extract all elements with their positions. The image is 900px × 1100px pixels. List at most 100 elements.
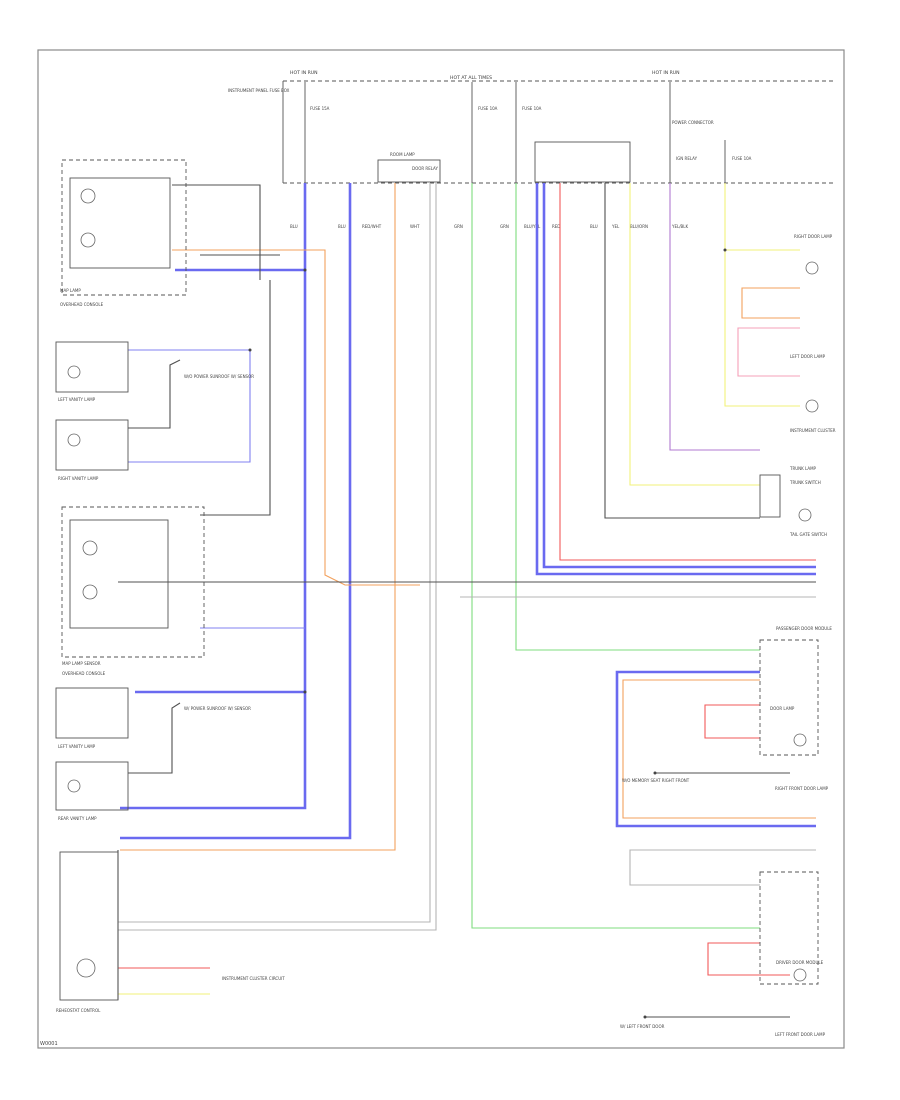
- left-vanity-bulb: [67, 365, 81, 379]
- splice-5: [653, 771, 657, 775]
- green-wire-right: [515, 183, 760, 651]
- pink-wire-door: [737, 327, 800, 377]
- rheostat-box: [59, 851, 119, 1001]
- orange-wire-door: [741, 287, 800, 319]
- splice-2: [303, 690, 307, 694]
- rear-vanity-bulb: [67, 779, 81, 793]
- wire-label-5: GRN: [454, 224, 463, 229]
- left-front-door-bulb: [793, 968, 807, 982]
- hot-in-run-right-label: HOT IN RUN: [652, 70, 680, 76]
- blue-thin-vanity-b: [128, 350, 251, 463]
- relay-box: [534, 141, 631, 183]
- diagram-code: W0001: [40, 1041, 58, 1047]
- red-wire-door-lamp: [704, 704, 760, 739]
- violet-wire-cluster: [669, 183, 760, 451]
- wire-label-3: RED/WHT: [362, 224, 382, 229]
- red-wire-left-front: [707, 942, 790, 976]
- splice-3: [248, 348, 252, 352]
- wire-label-11: BLU/ORN: [630, 224, 648, 229]
- splice-4: [723, 248, 727, 252]
- trunk-switch-label: TRUNK SWITCH: [789, 480, 821, 485]
- map-lamp-bulb-1: [80, 188, 96, 204]
- right-front-note: W/O MEMORY SEAT RIGHT FRONT: [622, 778, 690, 783]
- blue-wire-right-a: [535, 183, 816, 576]
- fuse-right-label: FUSE 10A: [732, 156, 752, 161]
- left-vanity-box: [55, 341, 129, 393]
- power-connector-label: POWER CONNECTOR: [672, 120, 714, 125]
- black-wire-right: [604, 183, 760, 519]
- wire-label-10: YEL: [611, 224, 620, 229]
- yellow-wire-door: [724, 183, 800, 407]
- wire-label-8: RED: [552, 224, 560, 229]
- left-vanity-box-2: [55, 687, 129, 739]
- wire-label-9: BLU: [590, 224, 598, 229]
- door-lamp-label: DOOR LAMP: [770, 706, 795, 711]
- left-vanity-label-2: LEFT VANITY LAMP: [58, 744, 96, 749]
- gray-wire-passenger: [629, 849, 816, 886]
- overhead-console-label: OVERHEAD CONSOLE: [60, 302, 104, 307]
- passenger-door-box: [759, 639, 819, 756]
- gray-wire-b: [118, 183, 437, 931]
- sensor-bulb-2: [82, 584, 98, 600]
- hot-in-run-left-label: HOT IN RUN: [290, 70, 318, 76]
- green-wire-left: [471, 183, 760, 929]
- sunvisor-note: W/O POWER SUNROOF W/ SENSOR: [184, 374, 254, 379]
- right-front-door-bulb: [793, 733, 807, 747]
- right-door-lamp-bulb: [805, 261, 819, 275]
- right-door-lamp-label: RIGHT DOOR LAMP: [794, 234, 833, 239]
- door-relay-label: DOOR RELAY: [412, 166, 438, 171]
- hot-at-all-times-label: HOT AT ALL TIMES: [450, 75, 492, 81]
- splice-1: [303, 268, 307, 272]
- tail-gate-label: TAIL GATE SWITCH: [789, 532, 827, 537]
- overhead-console-box-2: [61, 506, 205, 658]
- blue-wire-main: [120, 183, 307, 810]
- left-front-note: W/ LEFT FRONT DOOR: [620, 1024, 665, 1029]
- wire-label-2: BLU: [338, 224, 346, 229]
- rheostat-label: REHEOSTAT CONTROL: [56, 1008, 101, 1013]
- passenger-door-label: PASSENGER DOOR MODULE: [776, 626, 832, 631]
- gray-wire-a: [118, 183, 431, 923]
- black-wire-overhead: [172, 184, 280, 280]
- room-lamp-box: [377, 159, 441, 183]
- right-front-door-label: RIGHT FRONT DOOR LAMP: [775, 786, 829, 791]
- map-lamp-sensor-label: MAP LAMP SENSOR: [62, 661, 101, 666]
- left-front-door-label: LEFT FRONT DOOR LAMP: [775, 1032, 826, 1037]
- overhead-console-box: [61, 159, 187, 296]
- right-vanity-box: [55, 419, 129, 471]
- black-wire-vanity: [128, 359, 181, 429]
- right-vanity-label: RIGHT VANITY LAMP: [58, 476, 99, 481]
- left-door-lamp-label: LEFT DOOR LAMP: [790, 354, 826, 359]
- left-vanity-label: LEFT VANITY LAMP: [58, 397, 96, 402]
- overhead-console-label-2: OVERHEAD CONSOLE: [62, 671, 106, 676]
- orange-wire-right: [622, 679, 816, 819]
- left-door-lamp-bulb: [805, 399, 819, 413]
- splice-6: [643, 1015, 647, 1019]
- black-wire-vertical: [200, 280, 271, 516]
- blue-wire-right-b: [542, 183, 816, 569]
- map-lamp-switch-box: [69, 177, 171, 269]
- wire-label-1: BLU: [290, 224, 298, 229]
- wire-label-12: YEL/BLK: [671, 224, 689, 229]
- driver-door-box: [759, 871, 819, 985]
- tail-gate-bulb: [798, 508, 812, 522]
- black-wire-rear-vanity: [128, 702, 181, 774]
- map-lamp-sensor-box: [69, 519, 169, 629]
- rear-vanity-box: [55, 761, 129, 811]
- map-lamp-bulb-2: [80, 232, 96, 248]
- trunk-lamp-label: TRUNK LAMP: [789, 466, 817, 471]
- wire-label-7: BLU/YEL: [524, 224, 541, 229]
- sensor-bulb-1: [82, 540, 98, 556]
- instrument-circuit-label: INSTRUMENT CLUSTER CIRCUIT: [222, 976, 285, 981]
- driver-door-label: DRIVER DOOR MODULE: [776, 960, 824, 965]
- red-wire-main: [559, 183, 816, 561]
- diagram-frame: [37, 49, 845, 1049]
- wire-label-4: WHT: [410, 224, 420, 229]
- rear-vanity-label: REAR VANITY LAMP: [58, 816, 97, 821]
- fuse-mid2-label: FUSE 10A: [522, 106, 542, 111]
- orange-wire-top: [172, 249, 420, 586]
- right-vanity-bulb: [67, 433, 81, 447]
- blue-wire-second: [120, 183, 352, 840]
- rheostat-bulb: [76, 958, 96, 978]
- ign-relay-label: IGN RELAY: [676, 156, 698, 161]
